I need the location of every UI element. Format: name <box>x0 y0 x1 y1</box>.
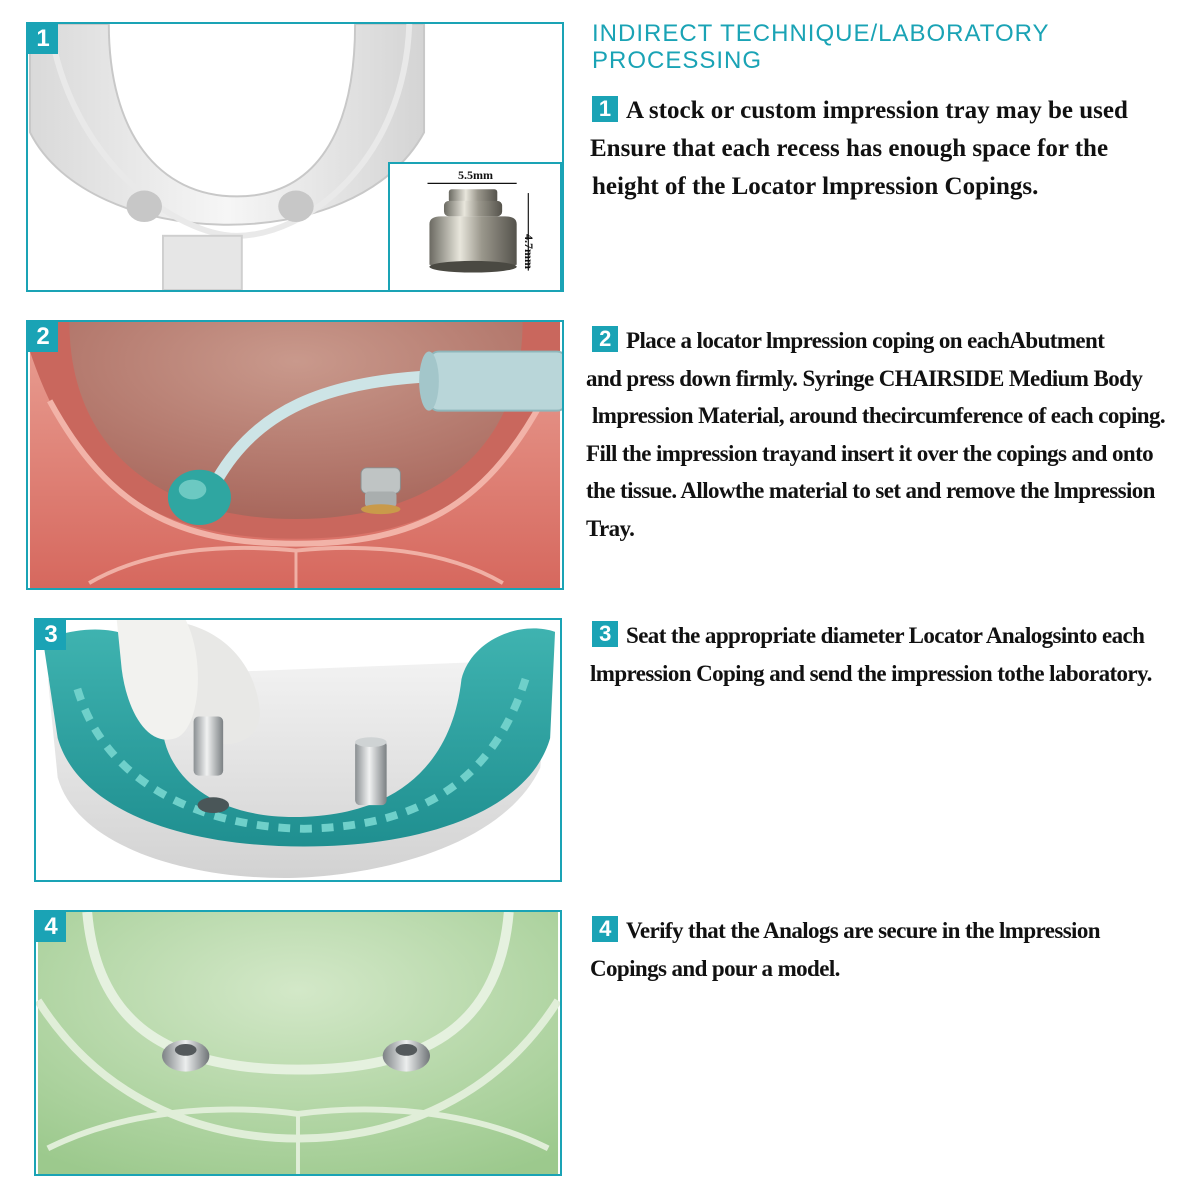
step-4-instructions: 4 Verify that the Analogs are secure in t… <box>586 912 1194 987</box>
panel-4-model-analogs: 4 <box>34 910 562 1176</box>
step-3-line-2: lmpression Coping and send the impressio… <box>590 660 1152 686</box>
step-4-line-1: Verify that the Analogs are secure in th… <box>626 918 1101 943</box>
step-number-badge: 2 <box>592 326 618 352</box>
step-2-line-5: the tissue. Allowthe material to set and… <box>586 478 1155 503</box>
step-2-instructions: 2 Place a locator lmpression coping on ea… <box>586 322 1194 547</box>
locator-coping-icon <box>427 182 529 273</box>
step-2-line-2: and press down firmly. Syringe CHAIRSIDE… <box>586 365 1143 391</box>
section-heading: INDIRECT TECHNIQUE/LABORATORY PROCESSING <box>592 20 1152 74</box>
panel-number-badge: 1 <box>28 24 58 54</box>
coping-height-label: 4.7mm <box>522 234 536 269</box>
heading-line-2: PROCESSING <box>592 47 763 74</box>
step-2-line-6: Tray. <box>586 515 635 541</box>
step-number-badge: 3 <box>592 621 618 647</box>
panel-1-impression-tray: 1 5.5mm 4.7mm <box>26 22 564 292</box>
step-3-instructions: 3 Seat the appropriate diameter Locator A… <box>586 617 1194 692</box>
panel-number-badge: 3 <box>36 620 66 650</box>
step-4-line-2: Copings and pour a model. <box>590 955 840 981</box>
panel-2-syringe-gums: 2 <box>26 320 564 590</box>
step-1-instructions: 1 A stock or custom impression tray may b… <box>586 92 1194 206</box>
step-number-badge: 1 <box>592 96 618 122</box>
panel-number-badge: 2 <box>28 322 58 352</box>
step-2-line-4: Fill the impression trayand insert it ov… <box>586 440 1154 466</box>
step-1-line-3: height of the Locator lmpression Copings… <box>592 173 1039 200</box>
panel-number-badge: 4 <box>36 912 66 942</box>
panel-3-impression-analogs: 3 <box>34 618 562 882</box>
heading-line-1: INDIRECT TECHNIQUE/LABORATORY <box>592 20 1050 47</box>
impression-tray-illustration <box>29 24 426 290</box>
step-number-badge: 4 <box>592 916 618 942</box>
coping-width-label: 5.5mm <box>458 168 493 182</box>
syringe-gum-illustration <box>29 322 562 588</box>
step-3-line-1: Seat the appropriate diameter Locator An… <box>626 623 1145 648</box>
step-1-line-1: A stock or custom impression tray may be… <box>626 97 1128 124</box>
model-analog-illustration <box>36 912 560 1174</box>
step-1-line-2: Ensure that each recess has enough space… <box>590 135 1109 162</box>
impression-analog-illustration <box>42 620 556 879</box>
step-2-line-3: lmpression Material, around thecircumfer… <box>592 403 1166 428</box>
step-2-line-1: Place a locator lmpression coping on eac… <box>626 328 1105 353</box>
coping-dimension-inset: 5.5mm 4.7mm <box>388 162 562 290</box>
